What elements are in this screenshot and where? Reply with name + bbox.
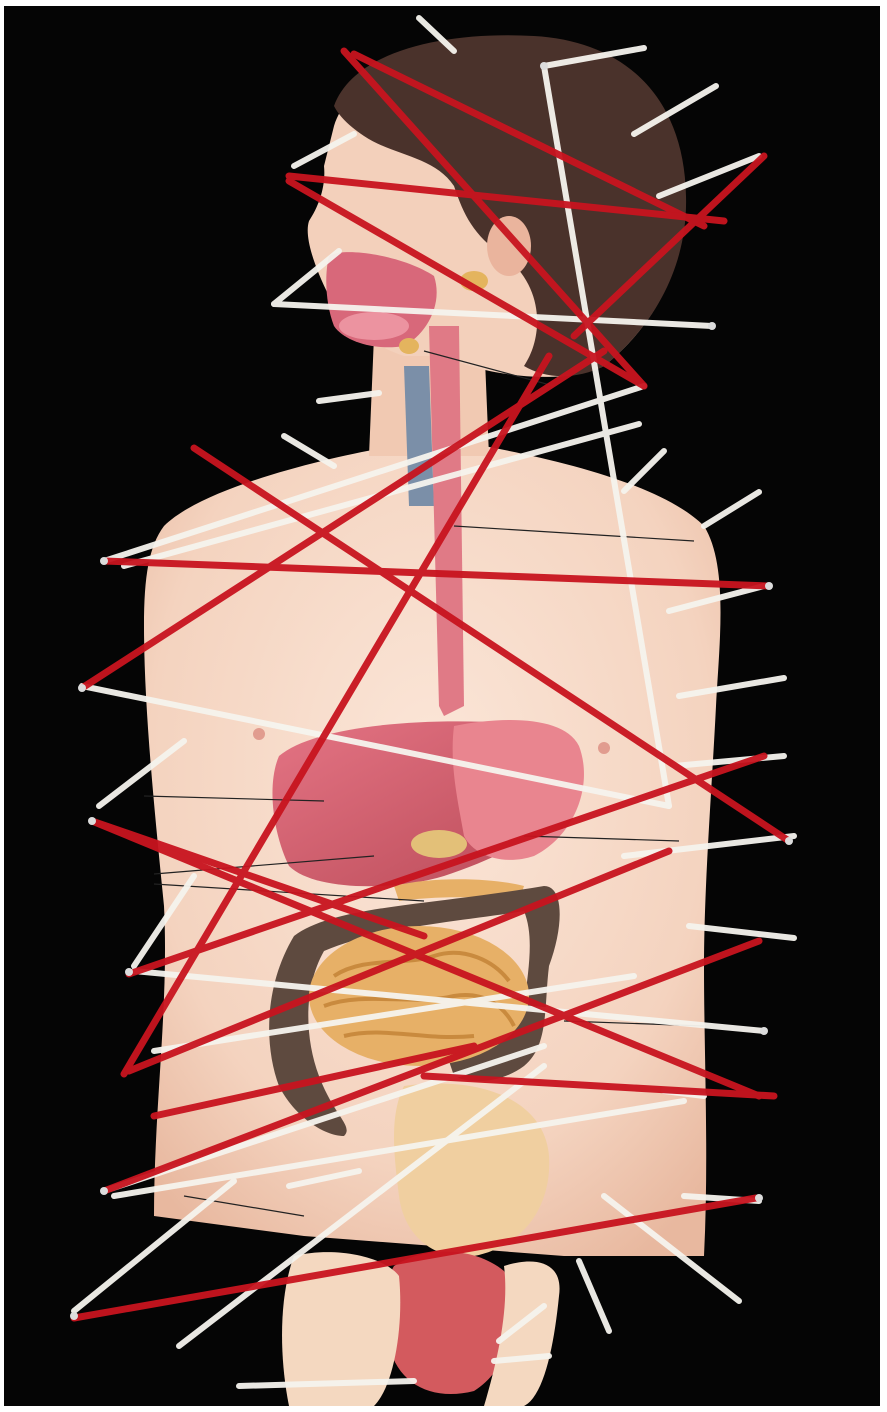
human-body <box>144 35 721 1406</box>
salivary-gland-lower <box>399 338 419 354</box>
nipple-right <box>598 742 610 754</box>
anatomy-photo <box>4 6 880 1406</box>
ear <box>487 216 531 276</box>
tongue <box>339 312 409 340</box>
nipple-left <box>253 728 265 740</box>
gallbladder <box>411 830 467 858</box>
anatomy-illustration <box>4 6 880 1406</box>
